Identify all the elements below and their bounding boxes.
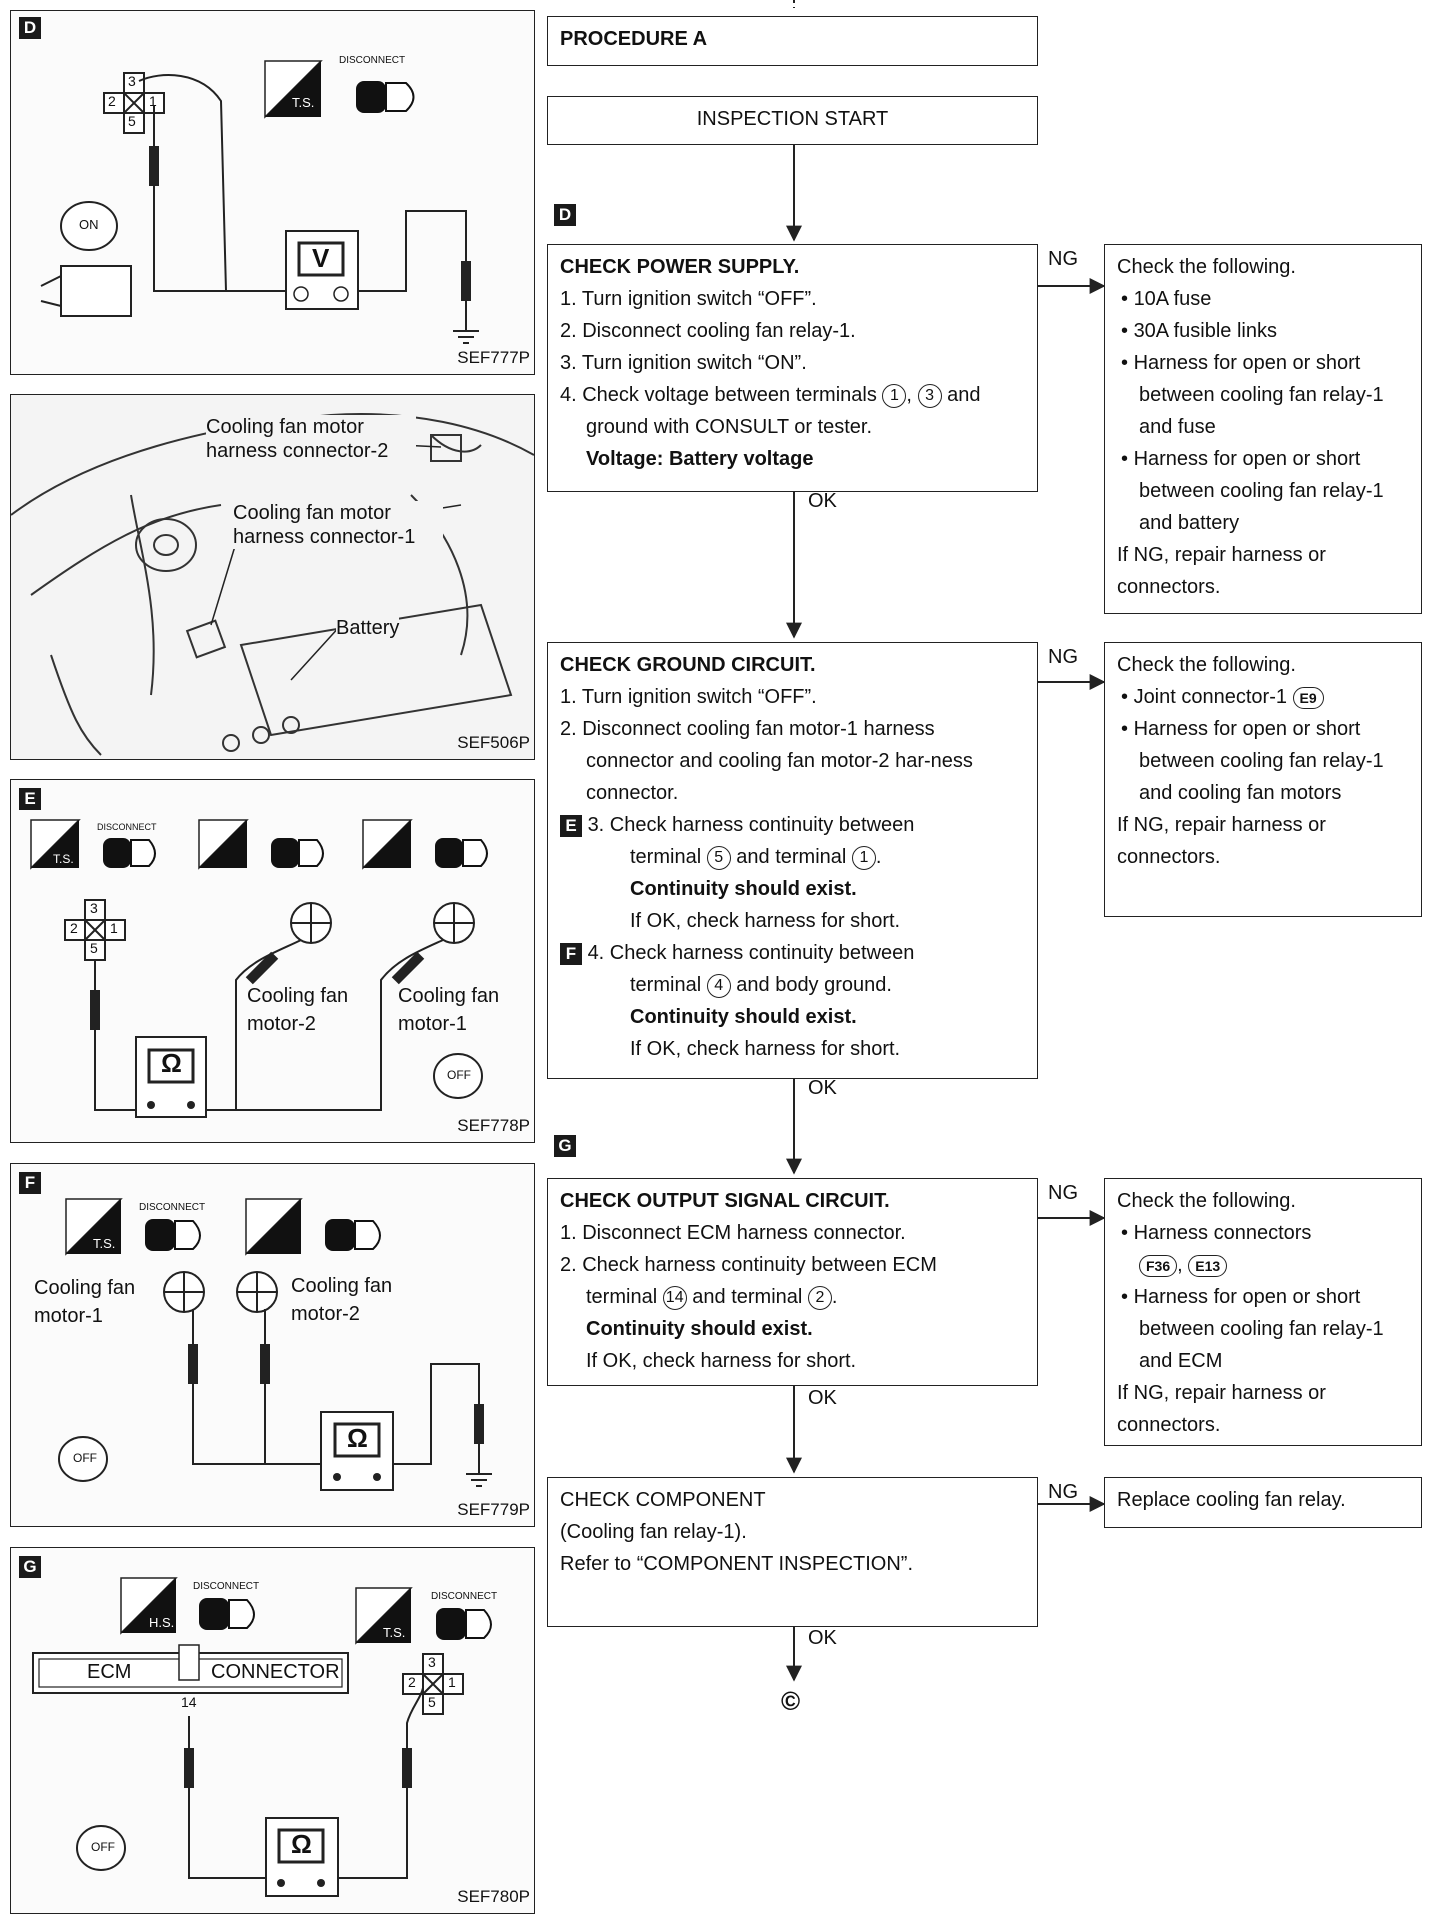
ng-label: NG xyxy=(1048,248,1078,270)
disconnect-label: DISCONNECT xyxy=(431,1591,498,1602)
hs-label: H.S. xyxy=(149,1615,175,1630)
ohm-label: Ω xyxy=(291,1829,312,1859)
figure-g: G Ω ECM CONNECTOR 14 3 2 1 5 H.S. T.S. D… xyxy=(10,1547,535,1914)
inspection-start: INSPECTION START xyxy=(547,96,1038,145)
procedure-title: PROCEDURE A xyxy=(547,16,1038,66)
step-check-ground-circuit: CHECK GROUND CIRCUIT. 1. Turn ignition s… xyxy=(547,642,1038,1079)
step-badge-f: F xyxy=(560,943,582,965)
voltage-check-diagram xyxy=(40,60,479,344)
disconnect-label: DISCONNECT xyxy=(97,822,157,832)
photo-label-connector-2: Cooling fan motor harness connector-2 xyxy=(206,415,416,463)
connector-label: CONNECTOR xyxy=(211,1661,340,1683)
ohm-label: Ω xyxy=(161,1048,182,1078)
terminal-2: 2 xyxy=(70,920,78,936)
ng-box-power-supply: Check the following. • 10A fuse • 30A fu… xyxy=(1104,244,1422,614)
ecm-terminal-14: 14 xyxy=(181,1694,197,1710)
label-cooling-fan-motor-1: Cooling fan motor-1 xyxy=(34,1277,136,1327)
figure-badge: F xyxy=(19,1172,41,1194)
ng-box-ground-circuit: Check the following. • Joint connector-1… xyxy=(1104,642,1422,917)
step-title: CHECK POWER SUPPLY. xyxy=(560,256,800,278)
figure-code: SEF779P xyxy=(457,1500,530,1519)
next-step-c: © xyxy=(781,1686,801,1716)
terminal-3: 3 xyxy=(128,73,136,89)
figure-code: SEF506P xyxy=(457,733,530,752)
terminal-3: 3 xyxy=(90,900,98,916)
ok-label: OK xyxy=(808,1387,837,1409)
figure-badge: D xyxy=(19,17,41,39)
terminal-1: 1 xyxy=(448,1674,456,1690)
ng-box-output-signal: Check the following. • Harness connector… xyxy=(1104,1178,1422,1446)
figure-badge: G xyxy=(19,1556,41,1578)
ts-label: T.S. xyxy=(292,95,315,110)
figure-badge: E xyxy=(19,788,41,810)
step-check-power-supply: CHECK POWER SUPPLY. 1. Turn ignition swi… xyxy=(547,244,1038,492)
ng-label: NG xyxy=(1048,1182,1078,1204)
ts-label: T.S. xyxy=(93,1236,116,1251)
ohm-label: Ω xyxy=(347,1423,368,1453)
voltmeter-label: V xyxy=(312,243,330,273)
terminal-3: 3 xyxy=(428,1654,436,1670)
figure-e: E Ω 3 2 1 5 Cooling fan moto xyxy=(10,779,535,1143)
figure-f: F Ω Cooling fan motor-1 Cooling fan moto… xyxy=(10,1163,535,1527)
terminal-5: 5 xyxy=(428,1694,436,1710)
step-check-output-signal: CHECK OUTPUT SIGNAL CIRCUIT. 1. Disconne… xyxy=(547,1178,1038,1386)
ignition-off-label: OFF xyxy=(91,1840,115,1854)
ng-box-component: Replace cooling fan relay. xyxy=(1104,1477,1422,1528)
ecm-label: ECM xyxy=(87,1661,132,1683)
motor-ground-diagram xyxy=(58,1198,492,1491)
step-result: Voltage: Battery voltage xyxy=(586,448,814,470)
ts-label: T.S. xyxy=(383,1625,406,1640)
terminal-2: 2 xyxy=(408,1674,416,1690)
disconnect-label: DISCONNECT xyxy=(193,1581,260,1592)
ignition-off-label: OFF xyxy=(447,1068,471,1082)
ecm-signal-diagram xyxy=(32,1577,492,1897)
step-title: CHECK GROUND CIRCUIT. xyxy=(560,654,816,676)
terminal-5: 5 xyxy=(128,113,136,129)
disconnect-label: DISCONNECT xyxy=(339,55,406,66)
figure-engine-bay: Cooling fan motor harness connector-2 Co… xyxy=(10,394,535,760)
terminal-1: 1 xyxy=(110,920,118,936)
step-badge-d: D xyxy=(554,204,576,226)
ok-label: OK xyxy=(808,1077,837,1099)
label-cooling-fan-motor-2: Cooling fan motor-2 xyxy=(291,1275,393,1325)
ground-continuity-diagram xyxy=(30,819,488,1118)
photo-label-battery: Battery xyxy=(336,617,400,640)
ignition-on-label: ON xyxy=(79,217,99,232)
ok-label: OK xyxy=(808,490,837,512)
step-title: CHECK OUTPUT SIGNAL CIRCUIT. xyxy=(560,1190,890,1212)
step-badge-g: G xyxy=(554,1135,576,1157)
figure-code: SEF778P xyxy=(457,1116,530,1135)
terminal-5: 5 xyxy=(90,940,98,956)
ng-label: NG xyxy=(1048,1481,1078,1503)
figure-code: SEF780P xyxy=(457,1887,530,1906)
step-title: CHECK COMPONENT xyxy=(560,1489,766,1511)
photo-label-connector-1: Cooling fan motor harness connector-1 xyxy=(233,501,443,549)
terminal-2: 2 xyxy=(108,93,116,109)
figure-d: D 3 2 1 5 V T.S. DISCONNECT ON SE xyxy=(10,10,535,375)
ng-label: NG xyxy=(1048,646,1078,668)
figure-code: SEF777P xyxy=(457,348,530,367)
disconnect-label: DISCONNECT xyxy=(139,1202,206,1213)
ts-label: T.S. xyxy=(53,852,74,866)
step-badge-e: E xyxy=(560,815,582,837)
ignition-off-label: OFF xyxy=(73,1451,97,1465)
label-cooling-fan-motor-1: Cooling fan motor-1 xyxy=(398,985,500,1035)
label-cooling-fan-motor-2: Cooling fan motor-2 xyxy=(247,985,349,1035)
step-check-component: CHECK COMPONENT (Cooling fan relay-1). R… xyxy=(547,1477,1038,1627)
terminal-1: 1 xyxy=(149,93,157,109)
ok-label: OK xyxy=(808,1627,837,1649)
